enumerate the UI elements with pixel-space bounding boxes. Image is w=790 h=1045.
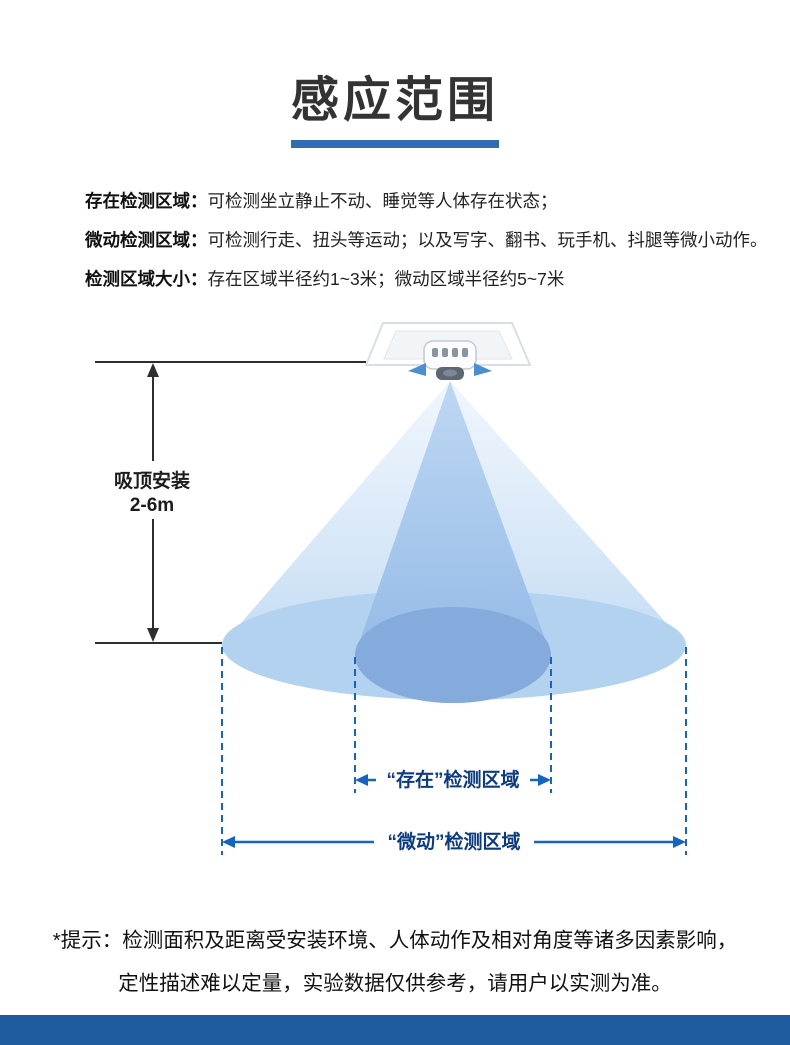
note-line-2: 定性描述难以定量，实验数据仅供参考，请用户以实测为准。 xyxy=(118,972,672,995)
mount-height-label-line2: 2-6m xyxy=(130,495,174,516)
page-title: 感应范围 xyxy=(290,74,499,127)
description-block: 存在检测区域：可检测坐立静止不动、睡觉等人体存在状态； 微动检测区域：可检测行走… xyxy=(85,182,775,299)
micro-zone-label: “微动”检测区域 xyxy=(387,830,520,853)
sensor-wing-right xyxy=(474,363,492,376)
ceiling-height-dimension xyxy=(95,361,366,644)
desc-label-size: 检测区域大小： xyxy=(85,269,208,289)
micro-zone-annotation: “微动”检测区域 xyxy=(222,829,686,855)
sensor-device xyxy=(408,340,492,380)
detection-range-diagram: 吸顶安装 2-6m “存在”检测区域 xyxy=(0,303,790,903)
header: 感应范围 xyxy=(0,0,790,148)
presence-zone-annotation: “存在”检测区域 xyxy=(355,767,551,793)
presence-floor xyxy=(355,607,551,703)
diagram-svg: 吸顶安装 2-6m “存在”检测区域 xyxy=(95,322,687,855)
desc-line-size: 检测区域大小：存在区域半径约1~3米；微动区域半径约5~7米 xyxy=(85,260,775,299)
desc-line-micro: 微动检测区域：可检测行走、扭头等运动；以及写字、翻书、玩手机、抖腿等微小动作。 xyxy=(85,221,775,260)
desc-label-presence: 存在检测区域： xyxy=(85,191,208,211)
note-block: *提示：检测面积及距离受安装环境、人体动作及相对角度等诸多因素影响， 定性描述难… xyxy=(0,919,790,1005)
dimension-arrow-up xyxy=(147,363,159,377)
desc-text-presence: 可检测坐立静止不动、睡觉等人体存在状态； xyxy=(207,191,558,211)
mount-height-label-line1: 吸顶安装 xyxy=(114,469,190,492)
sensor-wing-left xyxy=(408,363,426,376)
desc-label-micro: 微动检测区域： xyxy=(85,230,208,250)
title-underline xyxy=(291,140,499,148)
desc-text-micro: 可检测行走、扭头等运动；以及写字、翻书、玩手机、抖腿等微小动作。 xyxy=(207,230,768,250)
zone-boundary-lines xyxy=(221,647,687,855)
note-line-1: *提示：检测面积及距离受安装环境、人体动作及相对角度等诸多因素影响， xyxy=(52,929,738,952)
desc-line-presence: 存在检测区域：可检测坐立静止不动、睡觉等人体存在状态； xyxy=(85,182,775,221)
presence-zone-label: “存在”检测区域 xyxy=(386,768,519,791)
desc-text-size: 存在区域半径约1~3米；微动区域半径约5~7米 xyxy=(207,269,565,289)
dimension-arrow-down xyxy=(147,628,159,642)
footer-bar xyxy=(0,1015,790,1045)
